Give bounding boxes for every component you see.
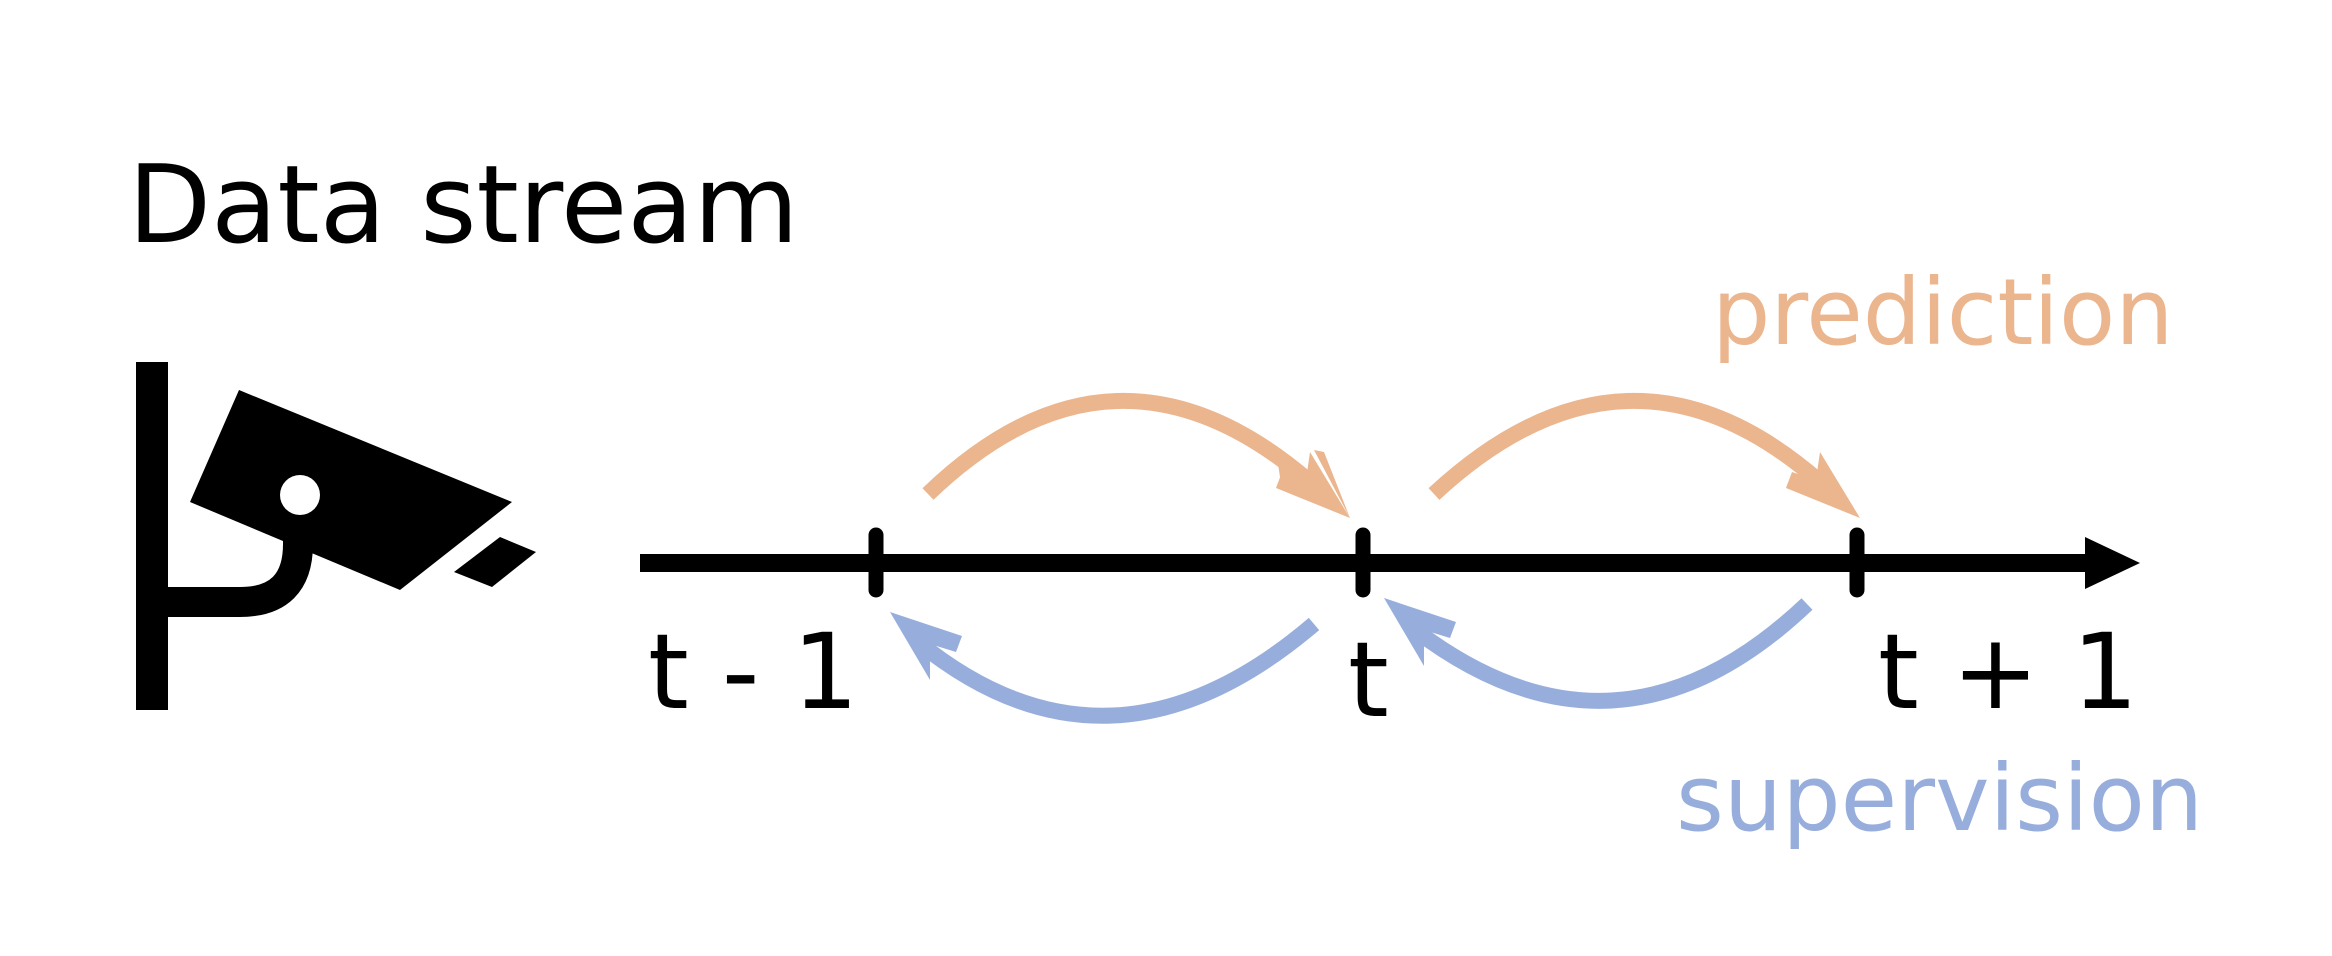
prediction-arrow-1 <box>922 393 1350 518</box>
supervision-arrows <box>890 598 1813 724</box>
supervision-label: supervision <box>1676 745 2203 852</box>
prediction-label: prediction <box>1712 259 2174 366</box>
surveillance-camera-icon <box>136 362 536 710</box>
tick-label-next: t + 1 <box>1878 611 2138 733</box>
tick-label-prev: t - 1 <box>648 611 859 733</box>
axis-arrowhead <box>2085 537 2140 589</box>
tick-label-current: t <box>1348 619 1389 741</box>
timeline-axis <box>640 527 2140 598</box>
diagram-title: Data stream <box>128 143 799 268</box>
prediction-arrows <box>922 393 1860 518</box>
supervision-arrow-2 <box>1384 598 1813 709</box>
supervision-arrow-1 <box>890 612 1320 724</box>
prediction-arrow-2 <box>1428 393 1860 518</box>
